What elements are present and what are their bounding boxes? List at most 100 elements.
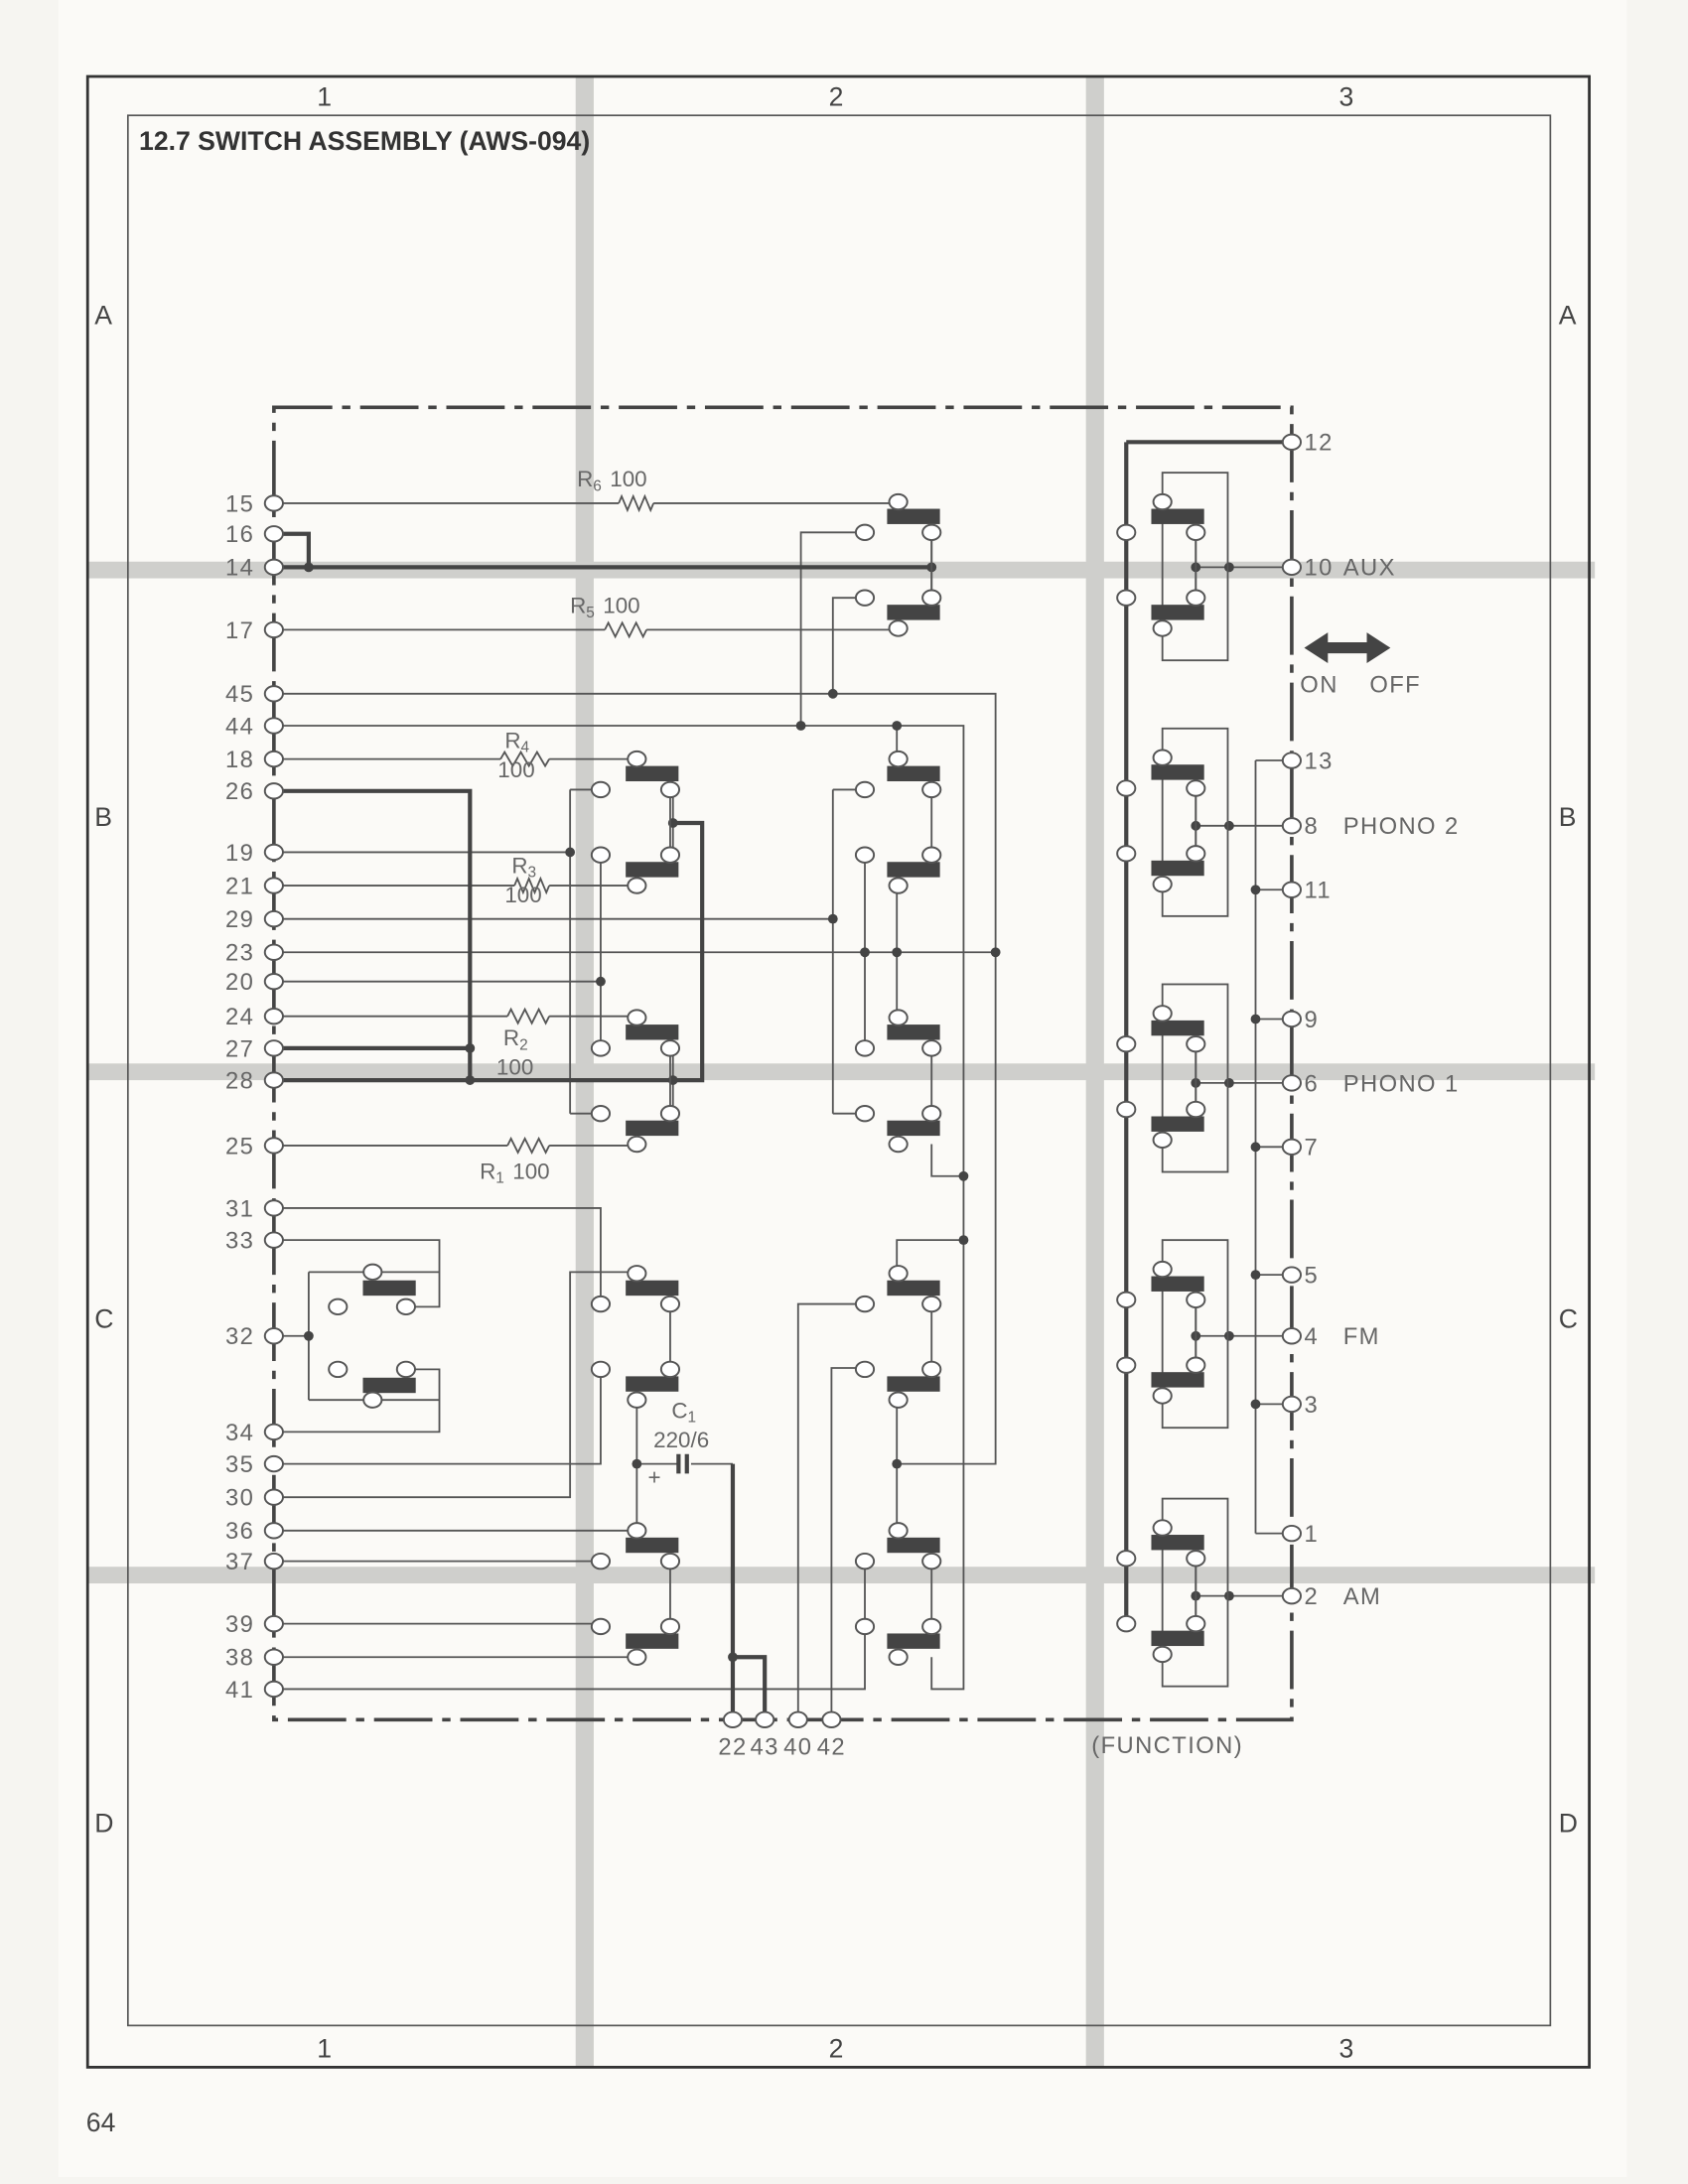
- grid-column-label: 3: [1339, 81, 1354, 111]
- contact-terminal: [1116, 1614, 1137, 1633]
- connector-pin-27: 27: [225, 1035, 284, 1062]
- page-number: 64: [86, 2108, 116, 2137]
- wire: [831, 597, 866, 694]
- switch-actuator: [887, 508, 940, 524]
- double-arrow-icon: [1304, 632, 1391, 663]
- connector-pin-43: 43: [751, 1710, 777, 1760]
- contact-terminal: [854, 1039, 876, 1057]
- pin-label: 16: [225, 521, 254, 548]
- junction-dot: [892, 947, 903, 958]
- connector-pin-26: 26: [225, 778, 284, 805]
- wire: [273, 531, 311, 568]
- capacitor-value: 220/6: [653, 1428, 709, 1452]
- contact-terminal: [722, 1710, 744, 1728]
- contact-terminal: [854, 780, 876, 799]
- connector-pin-37: 37: [225, 1549, 284, 1575]
- wiring: [273, 440, 1292, 1720]
- pin-label: 7: [1305, 1135, 1320, 1161]
- connector-pin-35: 35: [225, 1451, 284, 1478]
- contact-terminal: [888, 1135, 909, 1154]
- resistor-symbol: [506, 1007, 550, 1025]
- contact-terminal: [590, 1295, 612, 1313]
- connector-pin-18: 18: [225, 747, 284, 773]
- contact-terminal: [1116, 1291, 1137, 1309]
- contact-terminal: [854, 1617, 876, 1636]
- resistor-ref: R3: [511, 853, 536, 881]
- resistor-ref: R2: [503, 1025, 528, 1053]
- contact-terminal: [263, 750, 284, 768]
- connector-pin-9: 9: [1281, 1007, 1318, 1033]
- wire: [830, 1367, 866, 1720]
- contact-terminal: [1281, 1327, 1302, 1345]
- switch-actuator: [626, 1633, 679, 1649]
- contact-terminal: [1116, 1550, 1137, 1568]
- pin-label: 41: [225, 1677, 254, 1704]
- wire: [796, 1302, 866, 1720]
- contact-terminal: [921, 846, 942, 864]
- resistor-symbol: [506, 1136, 550, 1155]
- pin-label: 13: [1305, 748, 1334, 774]
- junction-dot: [958, 1170, 969, 1181]
- contact-terminal: [1152, 1645, 1173, 1664]
- connector-pin-22: 22: [718, 1710, 746, 1760]
- pin-label: 28: [225, 1067, 254, 1094]
- pin-label: 14: [225, 555, 254, 582]
- push-switch-pair: [1116, 727, 1229, 917]
- contact-terminal: [659, 1552, 681, 1570]
- switch-actuator: [887, 765, 940, 782]
- wire: [273, 725, 965, 1691]
- connector-pin-29: 29: [225, 906, 284, 933]
- push-switch-pair: [590, 1265, 681, 1409]
- contact-terminal: [1152, 749, 1173, 766]
- source-label: PHONO 1: [1343, 1070, 1460, 1097]
- junction-dot: [892, 721, 903, 731]
- contact-terminal: [888, 1391, 909, 1409]
- pin-label: 8: [1305, 813, 1320, 840]
- pin-label: 30: [225, 1485, 254, 1512]
- grid-row-label: D: [1559, 1809, 1578, 1839]
- assembly-boundary: [272, 405, 1294, 1722]
- contact-terminal: [1116, 523, 1137, 542]
- capacitor-symbol: [676, 1453, 689, 1474]
- switch-contacts: [328, 472, 1229, 1688]
- push-switch-pair: [1116, 983, 1229, 1173]
- pin-label: 23: [225, 940, 254, 967]
- push-switch-pair: [854, 1265, 942, 1409]
- contact-terminal: [921, 1039, 942, 1057]
- junction-dot: [1250, 1270, 1261, 1281]
- resistor-symbol: [499, 750, 550, 768]
- pin-label: 15: [225, 490, 254, 517]
- contact-terminal: [1281, 1586, 1302, 1605]
- contact-terminal: [1116, 1035, 1137, 1053]
- push-switch-pair: [590, 1522, 681, 1666]
- contact-terminal: [1116, 779, 1137, 797]
- contact-terminal: [263, 843, 284, 862]
- contact-terminal: [921, 523, 942, 542]
- wire: [273, 692, 997, 1465]
- pin-label: 45: [225, 681, 254, 708]
- grid-column-label: 1: [317, 2034, 332, 2064]
- contact-terminal: [1186, 1035, 1206, 1053]
- grid-row-label: B: [1559, 802, 1577, 832]
- contact-terminal: [1281, 751, 1302, 769]
- switch-actuator: [1151, 764, 1204, 780]
- junction-dot: [827, 688, 838, 699]
- connector-pin-1: 1: [1281, 1521, 1318, 1548]
- contact-terminal: [888, 1522, 909, 1540]
- push-switch-pair: [854, 1009, 942, 1154]
- contact-terminal: [1152, 1260, 1173, 1279]
- pin-label: 33: [225, 1228, 254, 1255]
- connector-pin-20: 20: [225, 969, 284, 996]
- contact-terminal: [627, 877, 647, 894]
- push-switch-pair: [854, 1522, 942, 1666]
- resistor-symbol: [604, 620, 647, 639]
- wire: [273, 1560, 866, 1691]
- wire: [273, 1271, 637, 1499]
- contact-terminal: [395, 1297, 416, 1316]
- contact-terminal: [1281, 1074, 1302, 1092]
- junction-dot: [565, 847, 576, 858]
- grid-row-label: A: [1559, 300, 1577, 330]
- connector-pin-30: 30: [225, 1485, 284, 1512]
- contact-terminal: [1186, 1614, 1206, 1633]
